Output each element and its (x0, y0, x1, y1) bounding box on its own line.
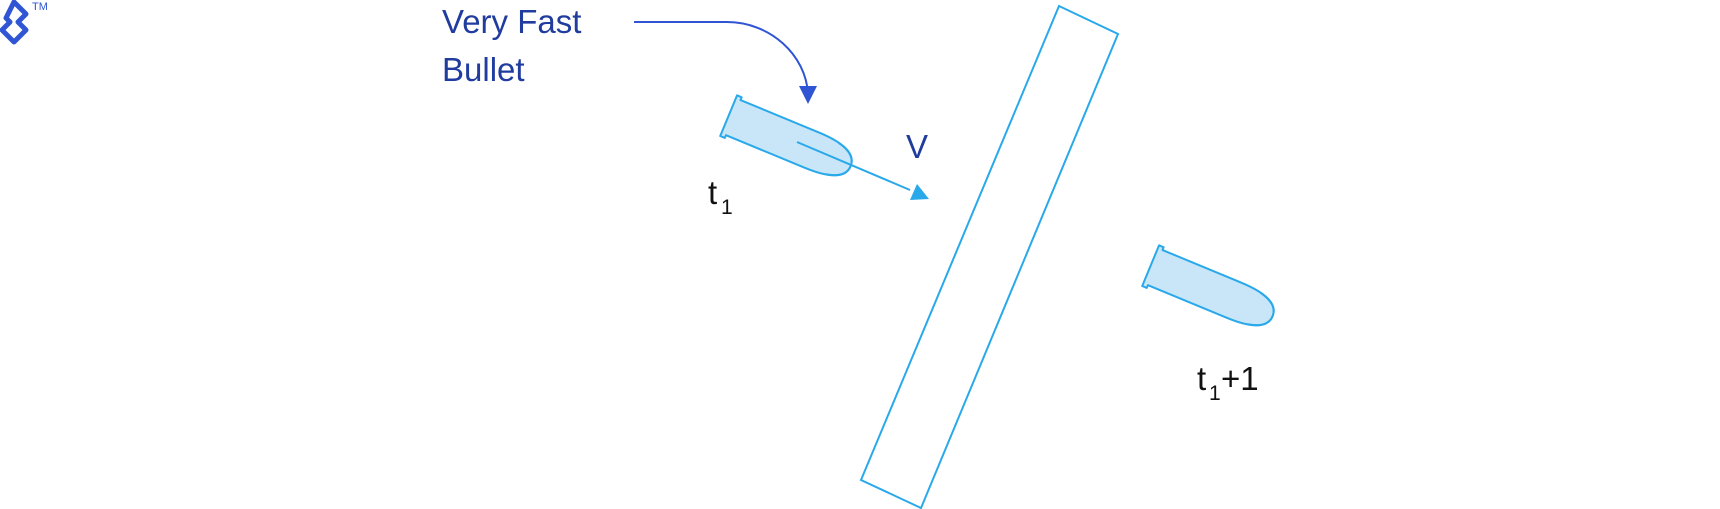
time-label-t1-base: t (708, 174, 717, 211)
annotation-line-1: Very Fast (442, 3, 581, 40)
bullet-at-t1 (719, 94, 853, 177)
time-label-t1-plus-1: t 1 +1 (1197, 360, 1259, 405)
thin-wall (859, 4, 1120, 509)
bullet-at-t1-plus-1 (1141, 244, 1275, 327)
toptal-logo-icon: TM (0, 0, 48, 45)
time-label-t1: t 1 (708, 174, 733, 219)
time-label-t1-plus-1-subscript: 1 (1209, 382, 1221, 405)
velocity-arrow (796, 141, 929, 200)
annotation-line-2: Bullet (442, 51, 525, 88)
time-label-t1-plus-1-base: t (1197, 360, 1206, 397)
trademark-label: TM (32, 1, 48, 13)
velocity-label: V (906, 128, 928, 165)
time-label-t1-subscript: 1 (721, 196, 733, 219)
time-label-t1-plus-1-suffix: +1 (1221, 360, 1259, 397)
callout-arrow (634, 21, 817, 104)
